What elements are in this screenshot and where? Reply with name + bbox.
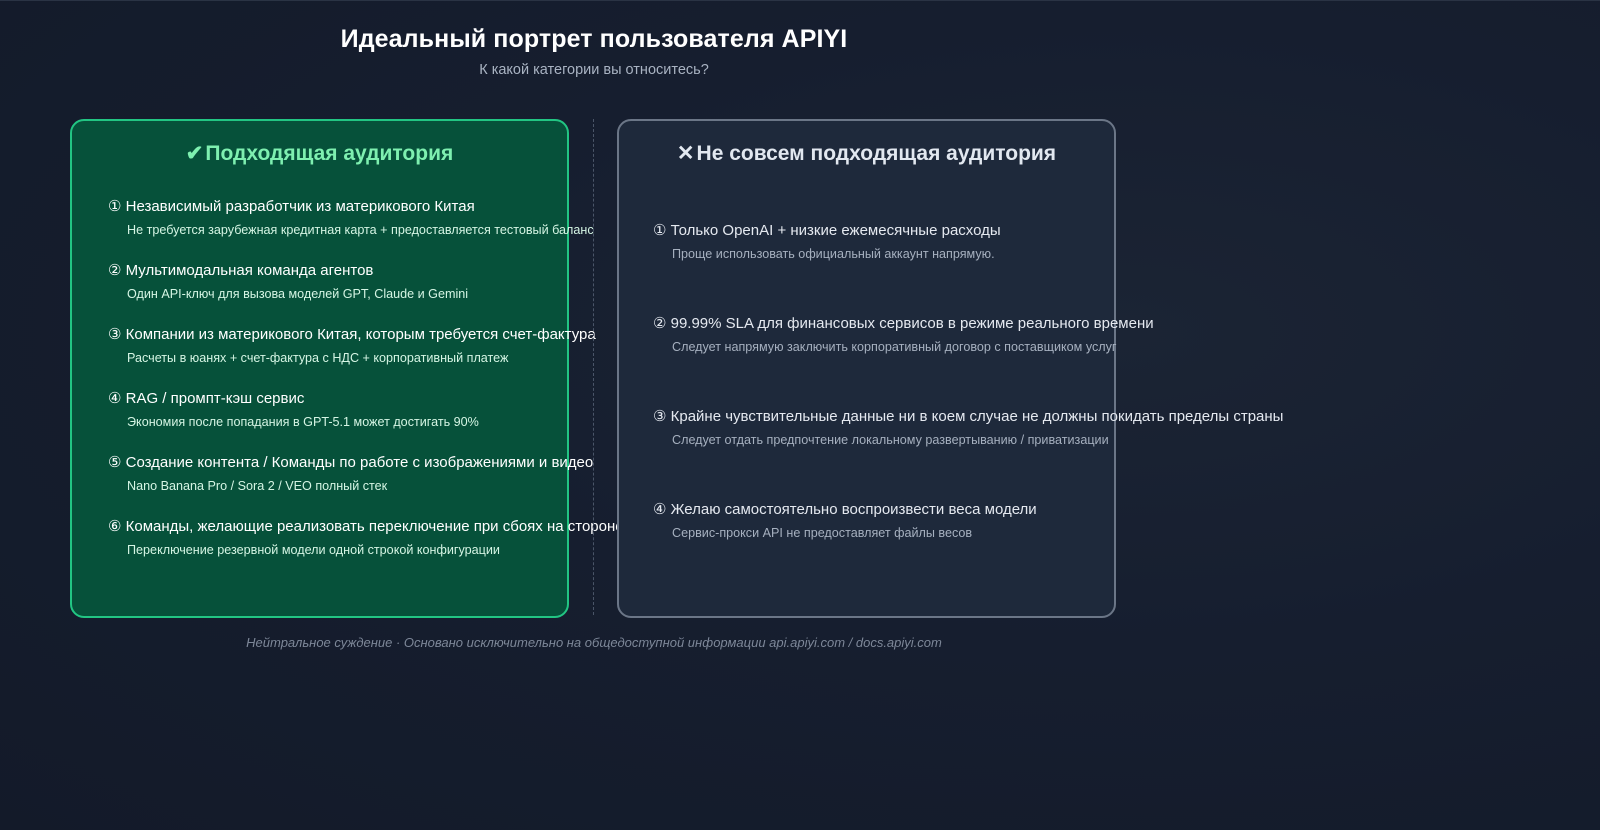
suitable-item-sub: Не требуется зарубежная кредитная карта … [127,223,594,237]
unsuitable-item-head: ③ Крайне чувствительные данные ни в коем… [653,408,1284,425]
suitable-item-head: ⑥ Команды, желающие реализовать переключ… [108,518,624,535]
suitable-item-sub: Расчеты в юанях + счет-фактура с НДС + к… [127,351,509,365]
unsuitable-item-head: ② 99.99% SLA для финансовых сервисов в р… [653,315,1154,332]
unsuitable-item: ④ Желаю самостоятельно воспроизвести вес… [653,500,1037,540]
suitable-item: ⑥ Команды, желающие реализовать переключ… [108,517,624,557]
footer-note: Нейтральное суждение · Основано исключит… [246,635,942,650]
suitable-item-sub: Переключение резервной модели одной стро… [127,543,500,557]
unsuitable-item-sub: Следует напрямую заключить корпоративный… [672,340,1117,354]
suitable-audience-card: ✔Подходящая аудитория ① Независимый разр… [70,119,624,618]
suitable-item-head: ② Мультимодальная команда агентов [108,262,374,279]
suitable-item-head: ③ Компании из материкового Китая, которы… [108,326,596,343]
dashed-divider [593,119,594,615]
suitable-item-sub: Один API-ключ для вызова моделей GPT, Cl… [127,287,469,301]
unsuitable-audience-card: ✕Не совсем подходящая аудитория ① Только… [617,119,1283,618]
page-title: Идеальный портрет пользователя APIYI [340,25,848,53]
page-subtitle: К какой категории вы относитесь? [479,62,709,78]
suitable-item: ④ RAG / промпт-кэш сервис Экономия после… [108,389,479,429]
suitable-item-sub: Экономия после попадания в GPT-5.1 может… [127,415,479,429]
unsuitable-item: ② 99.99% SLA для финансовых сервисов в р… [653,314,1154,354]
suitable-item-head: ④ RAG / промпт-кэш сервис [108,390,305,407]
unsuitable-item-head: ① Только OpenAI + низкие ежемесячные рас… [653,222,1001,239]
unsuitable-item-sub: Проще использовать официальный аккаунт н… [672,247,995,261]
suitable-item: ③ Компании из материкового Китая, которы… [108,325,596,365]
unsuitable-item: ① Только OpenAI + низкие ежемесячные рас… [653,221,1001,261]
suitable-item: ① Независимый разработчик из материковог… [108,197,594,237]
unsuitable-audience-title: ✕Не совсем подходящая аудитория [619,141,1114,166]
suitable-item: ⑤ Создание контента / Команды по работе … [108,453,593,493]
check-icon: ✔ [185,142,204,165]
suitable-item-head: ⑤ Создание контента / Команды по работе … [108,454,594,471]
suitable-item-sub: Nano Banana Pro / Sora 2 / VEO полный ст… [127,479,388,493]
unsuitable-item-sub: Следует отдать предпочтение локальному р… [672,433,1109,447]
suitable-audience-title-text: Подходящая аудитория [205,142,454,165]
suitable-item: ② Мультимодальная команда агентов Один A… [108,261,468,301]
suitable-audience-title: ✔Подходящая аудитория [72,141,567,166]
unsuitable-item-sub: Сервис-прокси API не предоставляет файлы… [672,526,973,540]
suitable-item-head: ① Независимый разработчик из материковог… [108,198,475,215]
unsuitable-audience-title-text: Не совсем подходящая аудитория [696,142,1057,165]
unsuitable-item: ③ Крайне чувствительные данные ни в коем… [653,407,1283,447]
unsuitable-item-head: ④ Желаю самостоятельно воспроизвести вес… [653,501,1037,518]
cross-icon: ✕ [676,142,695,165]
